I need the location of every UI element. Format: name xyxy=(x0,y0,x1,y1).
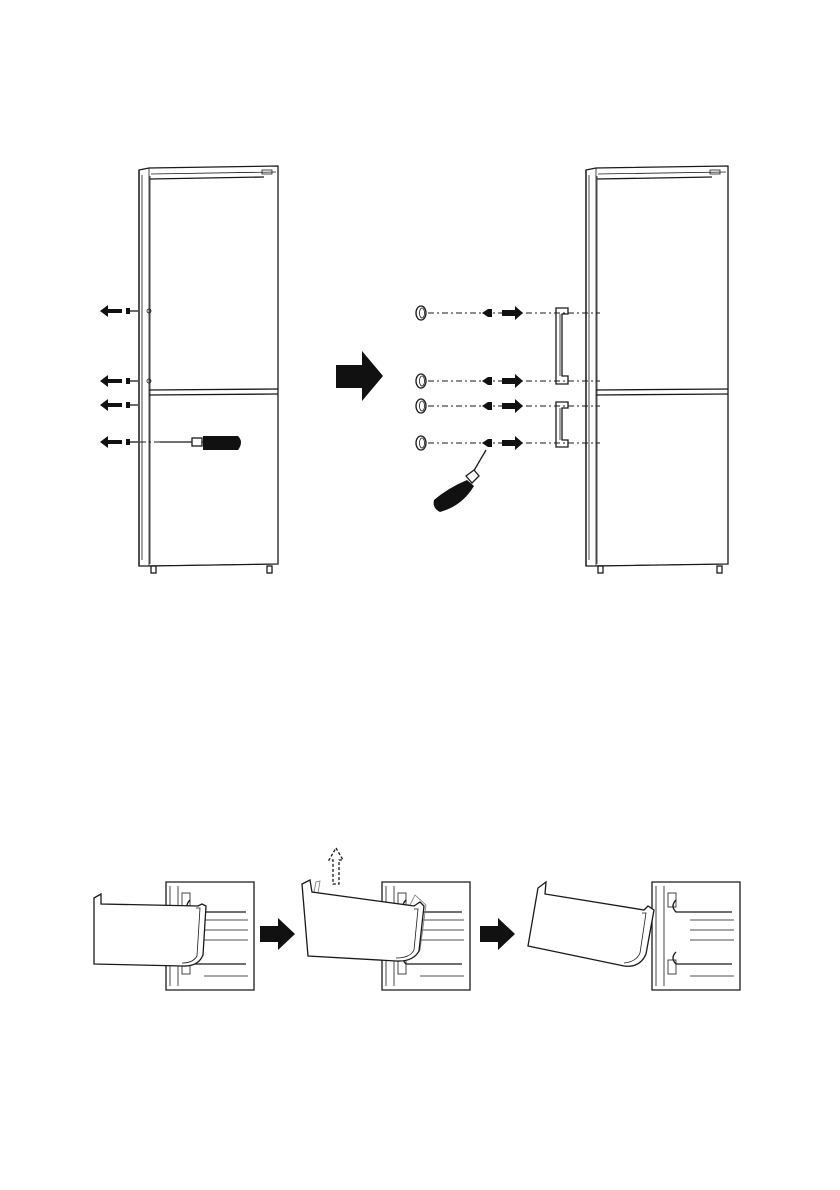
left-fridge xyxy=(139,166,278,573)
arrow-right-icon xyxy=(260,918,295,950)
screw-icon xyxy=(126,308,138,314)
screw-icon xyxy=(482,377,492,385)
cap-icon xyxy=(416,374,426,388)
drawer-step-2 xyxy=(302,848,470,990)
upper-handle xyxy=(556,308,568,384)
arrow-right-icon xyxy=(480,918,515,950)
arrow-right-icon xyxy=(502,306,523,320)
drawer-step-1 xyxy=(94,882,254,990)
cap-icon xyxy=(416,306,426,320)
screw-icon xyxy=(126,402,138,408)
drawer-removal-illustration xyxy=(0,840,840,1020)
arrow-left-icon xyxy=(100,375,122,387)
arrow-right-icon xyxy=(502,399,523,413)
drawer-step-3 xyxy=(528,882,740,990)
lower-handle xyxy=(556,402,568,447)
screwdriver-icon xyxy=(160,436,241,450)
arrow-left-icon xyxy=(100,305,122,317)
arrow-right-icon xyxy=(502,436,523,450)
handle-replacement-illustration xyxy=(0,0,840,600)
drawer xyxy=(528,882,654,966)
cap-icon xyxy=(416,436,426,450)
right-fridge xyxy=(586,166,728,573)
fridge-interior-panel xyxy=(652,882,740,990)
handle-fitting-group xyxy=(416,306,600,450)
arrow-up-outline-icon xyxy=(329,848,343,884)
arrow-left-icon xyxy=(100,436,122,448)
arrow-left-icon xyxy=(100,399,122,411)
arrow-right-icon xyxy=(502,374,523,388)
screw-icon xyxy=(482,402,492,410)
screw-icon xyxy=(126,378,138,384)
screw-icon xyxy=(482,309,492,317)
screw-icon xyxy=(482,439,492,447)
screw-icon xyxy=(126,439,138,445)
arrow-right-icon xyxy=(336,351,383,401)
cap-icon xyxy=(416,399,426,413)
screw-removal-group xyxy=(100,305,180,448)
drawer xyxy=(94,894,206,966)
screwdriver-icon xyxy=(434,450,486,512)
drawer xyxy=(302,880,426,961)
